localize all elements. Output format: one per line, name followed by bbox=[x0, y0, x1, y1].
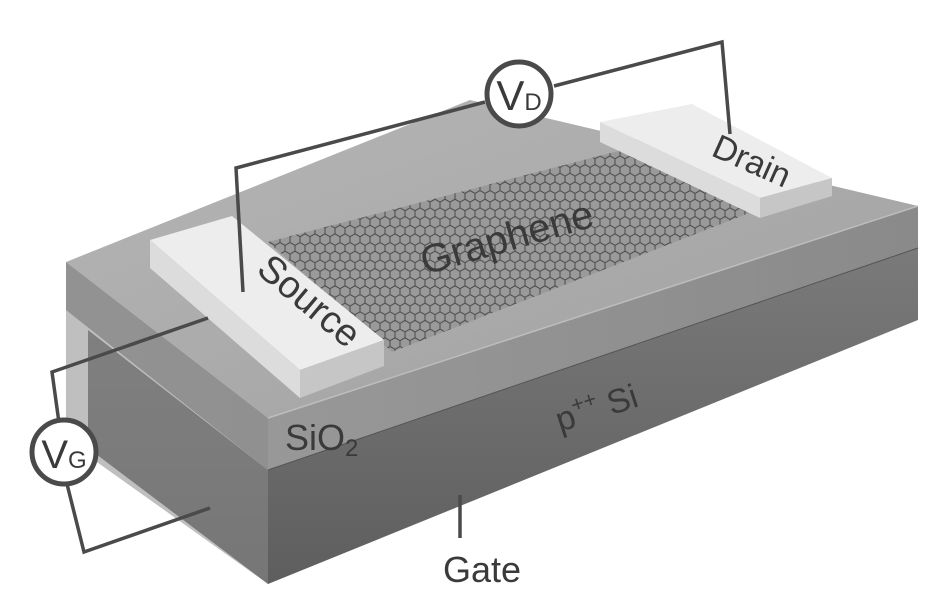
svg-text:VD: VD bbox=[496, 72, 541, 119]
sio2-label: SiO2 bbox=[285, 417, 358, 462]
source-electrode bbox=[150, 216, 384, 398]
drain-electrode bbox=[600, 104, 832, 218]
vg-subscript: G bbox=[68, 447, 87, 474]
vd-symbol: V bbox=[496, 72, 524, 119]
vd-wire-source bbox=[234, 100, 486, 293]
vd-subscript: D bbox=[524, 89, 541, 116]
vd-wire-drain bbox=[553, 39, 732, 135]
vg-symbol: V bbox=[41, 433, 68, 477]
gate-label: Gate bbox=[443, 549, 521, 590]
vg-wire-top bbox=[50, 316, 209, 431]
graphene-sheet bbox=[268, 148, 752, 352]
si-left-face bbox=[66, 262, 268, 584]
sio2-main: SiO bbox=[285, 417, 345, 458]
vg-voltmeter: VG bbox=[29, 417, 99, 487]
wiring bbox=[50, 39, 732, 555]
vg-wire-bottom bbox=[62, 471, 211, 555]
vd-voltmeter: VD bbox=[484, 59, 554, 129]
sio2-subscript: 2 bbox=[345, 435, 358, 462]
svg-text:VG: VG bbox=[41, 433, 86, 477]
si-front-face bbox=[88, 248, 918, 584]
